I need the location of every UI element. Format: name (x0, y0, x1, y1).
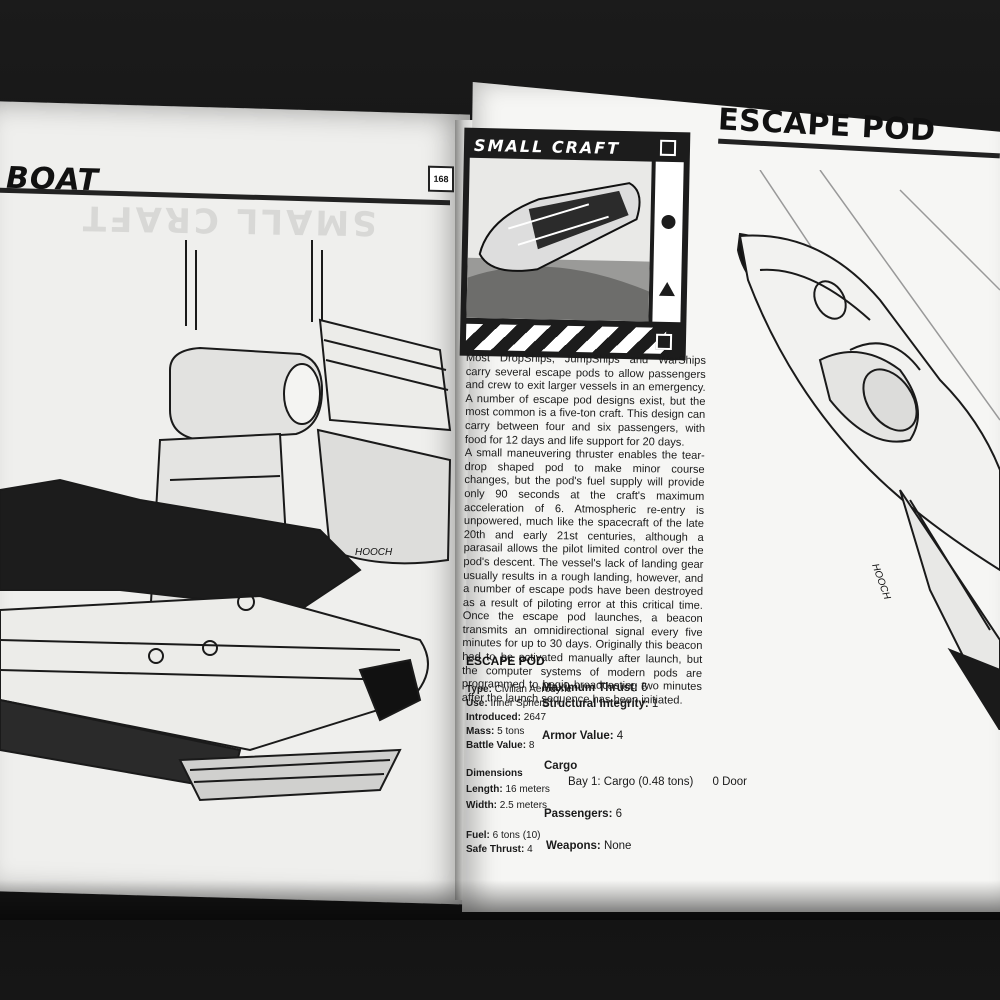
stat-item: Fuel: 6 tons (10) (466, 830, 541, 841)
small-craft-label: SMALL CRAFT (473, 135, 621, 158)
stat-item: Maximum Thrust: 6 (542, 682, 648, 694)
corner-square-icon (655, 333, 673, 351)
box-side-panel (652, 161, 684, 323)
stat-item: Armor Value: 4 (542, 730, 624, 742)
stat-item: Type: Civilian Aerodyne (466, 684, 572, 695)
stat-item: Cargo (544, 760, 578, 772)
small-craft-box: SMALL CRAFT (459, 127, 691, 361)
side-panel-icons (658, 214, 676, 297)
stat-item: Bay 1: Cargo (0.48 tons) 0 Door (568, 776, 748, 788)
stat-item: Mass: 5 tons (466, 726, 525, 737)
boat-illustration: HOOCH (0, 240, 452, 802)
stats-heading: ESCAPE POD (466, 654, 545, 668)
body-paragraph: Most DropShips, JumpShips and WarShips c… (464, 352, 706, 449)
right-signature: HOOCH (869, 562, 892, 601)
stat-item: Safe Thrust: 4 (466, 844, 533, 855)
stat-item: Width: 2.5 meters (466, 800, 548, 811)
stat-item: Introduced: 2647 (466, 712, 547, 723)
left-signature: HOOCH (355, 547, 393, 558)
stat-item: Length: 16 meters (466, 784, 550, 795)
corner-square-icon (659, 139, 677, 157)
pod-thumbnail-drawing (466, 182, 650, 322)
escape-pod-thumbnail (466, 157, 652, 322)
stat-item: Structural Integrity: 1 (542, 698, 659, 710)
stat-item: Weapons: None (546, 840, 632, 852)
hazard-stripes (465, 323, 667, 354)
stat-item: Use: Inner Sphere (466, 698, 549, 709)
stat-item: Dimensions (466, 768, 523, 779)
stat-item: Passengers: 6 (544, 808, 623, 820)
stat-item: Battle Value: 8 (466, 740, 535, 751)
body-paragraph: A small maneuvering thruster enables the… (461, 447, 705, 707)
escape-pod-illustration: HOOCH (736, 170, 1000, 730)
page-number: 168 (428, 165, 454, 193)
bottom-shadow (0, 880, 1000, 920)
